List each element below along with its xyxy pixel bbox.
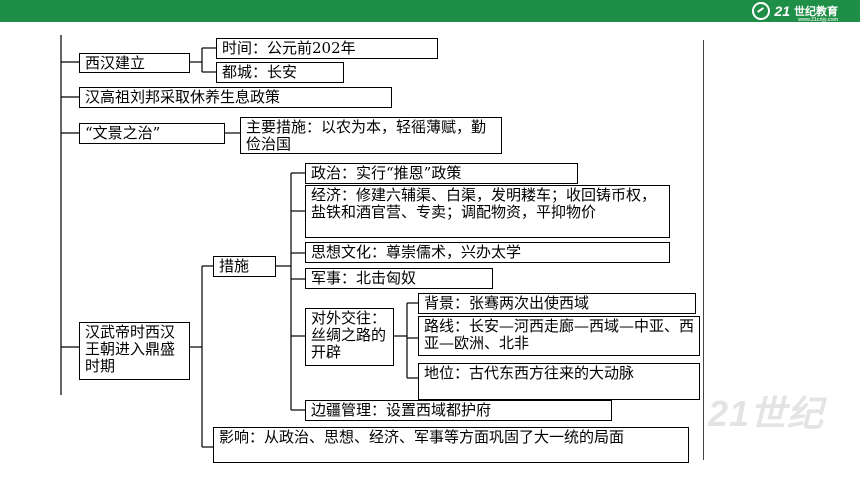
node-wenjing-cuoshi: 主要措施：以农为本，轻徭薄赋，勤俭治国 [240, 117, 502, 154]
node-han-gaozu: 汉高祖刘邦采取休养生息政策 [79, 87, 392, 108]
node-ducheng: 都城：长安 [216, 62, 344, 83]
node-beijing: 背景：张骞两次出使西域 [418, 293, 696, 314]
logo-number: 21 [774, 3, 790, 19]
site-logo: 21 世纪教育 www.21cnjy.com [752, 2, 838, 23]
node-wenjing: “文景之治” [79, 123, 225, 144]
logo-url: www.21cnjy.com [798, 17, 838, 23]
runner-icon [752, 2, 771, 20]
node-luxian: 路线：长安—河西走廊—西域—中亚、西亚—欧洲、北非 [418, 316, 700, 356]
node-shijian: 时间：公元前202年 [216, 38, 438, 59]
node-diwei: 地位：古代东西方往来的大动脉 [418, 363, 700, 400]
node-wudi: 汉武帝时西汉王朝进入鼎盛时期 [79, 322, 190, 380]
divider-line [703, 40, 704, 460]
node-jingji: 经济：修建六辅渠、白渠，发明耧车；收回铸币权，盐铁和酒官营、专卖；调配物资，平抑… [305, 185, 670, 238]
node-xihan-jianli: 西汉建立 [79, 53, 190, 73]
header-bar: 21 世纪教育 www.21cnjy.com [0, 0, 860, 23]
node-bianjiang: 边疆管理：设置西域都护府 [305, 400, 612, 421]
node-sixiang: 思想文化：尊崇儒术，兴办太学 [305, 242, 670, 263]
logo-text: 世纪教育 [794, 6, 838, 18]
node-cuoshi: 措施 [213, 256, 276, 277]
node-duiwai: 对外交往：丝绸之路的开辟 [305, 308, 394, 366]
node-junshi: 军事：北击匈奴 [305, 268, 493, 289]
node-yingxiang: 影响：从政治、思想、经济、军事等方面巩固了大一统的局面 [213, 427, 689, 463]
watermark-logo: 21世纪 [708, 393, 825, 434]
node-zhengzhi: 政治：实行“推恩”政策 [305, 163, 578, 184]
